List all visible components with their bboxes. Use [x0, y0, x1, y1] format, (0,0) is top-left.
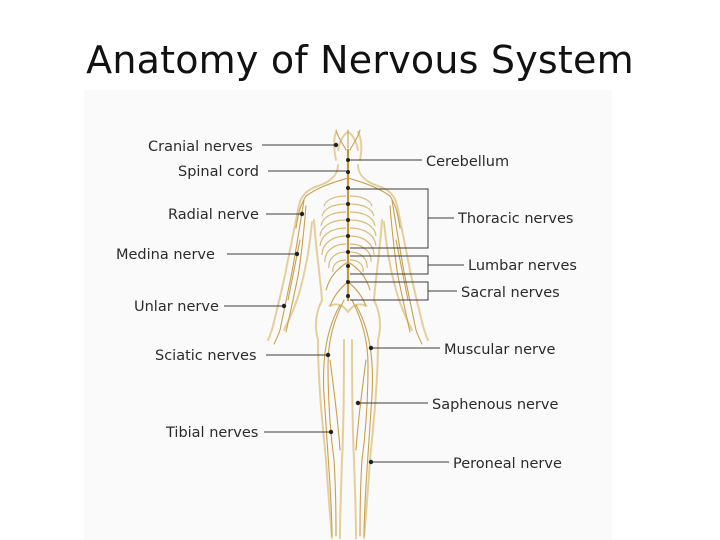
- thoracic-bracket: [350, 188, 454, 249]
- right-labels: Cerebellum Thoracic nerves Lumbar nerves…: [350, 154, 577, 472]
- label-radial-nerve: Radial nerve: [168, 207, 259, 223]
- body-silhouette: [267, 131, 429, 539]
- label-unlar-nerve: Unlar nerve: [134, 299, 219, 315]
- label-lumbar-nerves: Lumbar nerves: [468, 258, 577, 274]
- label-peroneal-nerve: Peroneal nerve: [453, 456, 562, 472]
- slide-title: Anatomy of Nervous System: [86, 38, 634, 82]
- label-cerebellum: Cerebellum: [426, 154, 509, 170]
- label-saphenous-nerve: Saphenous nerve: [432, 397, 558, 413]
- label-spinal-cord: Spinal cord: [178, 164, 259, 180]
- label-thoracic-nerves: Thoracic nerves: [457, 211, 573, 227]
- left-labels: Cranial nerves Spinal cord Radial nerve …: [116, 139, 346, 441]
- label-cranial-nerves: Cranial nerves: [148, 139, 253, 155]
- nerve-network: [273, 129, 423, 537]
- label-sacral-nerves: Sacral nerves: [461, 285, 560, 301]
- label-tibial-nerves: Tibial nerves: [165, 425, 258, 441]
- rib-cage: [319, 195, 377, 273]
- label-medina-nerve: Medina nerve: [116, 247, 215, 263]
- spine-markers: [346, 158, 350, 298]
- lumbar-bracket: [350, 255, 464, 275]
- label-muscular-nerve: Muscular nerve: [444, 342, 556, 358]
- sacral-bracket: [350, 281, 457, 301]
- label-sciatic-nerves: Sciatic nerves: [155, 348, 257, 364]
- nervous-system-diagram: Cranial nerves Spinal cord Radial nerve …: [116, 129, 577, 539]
